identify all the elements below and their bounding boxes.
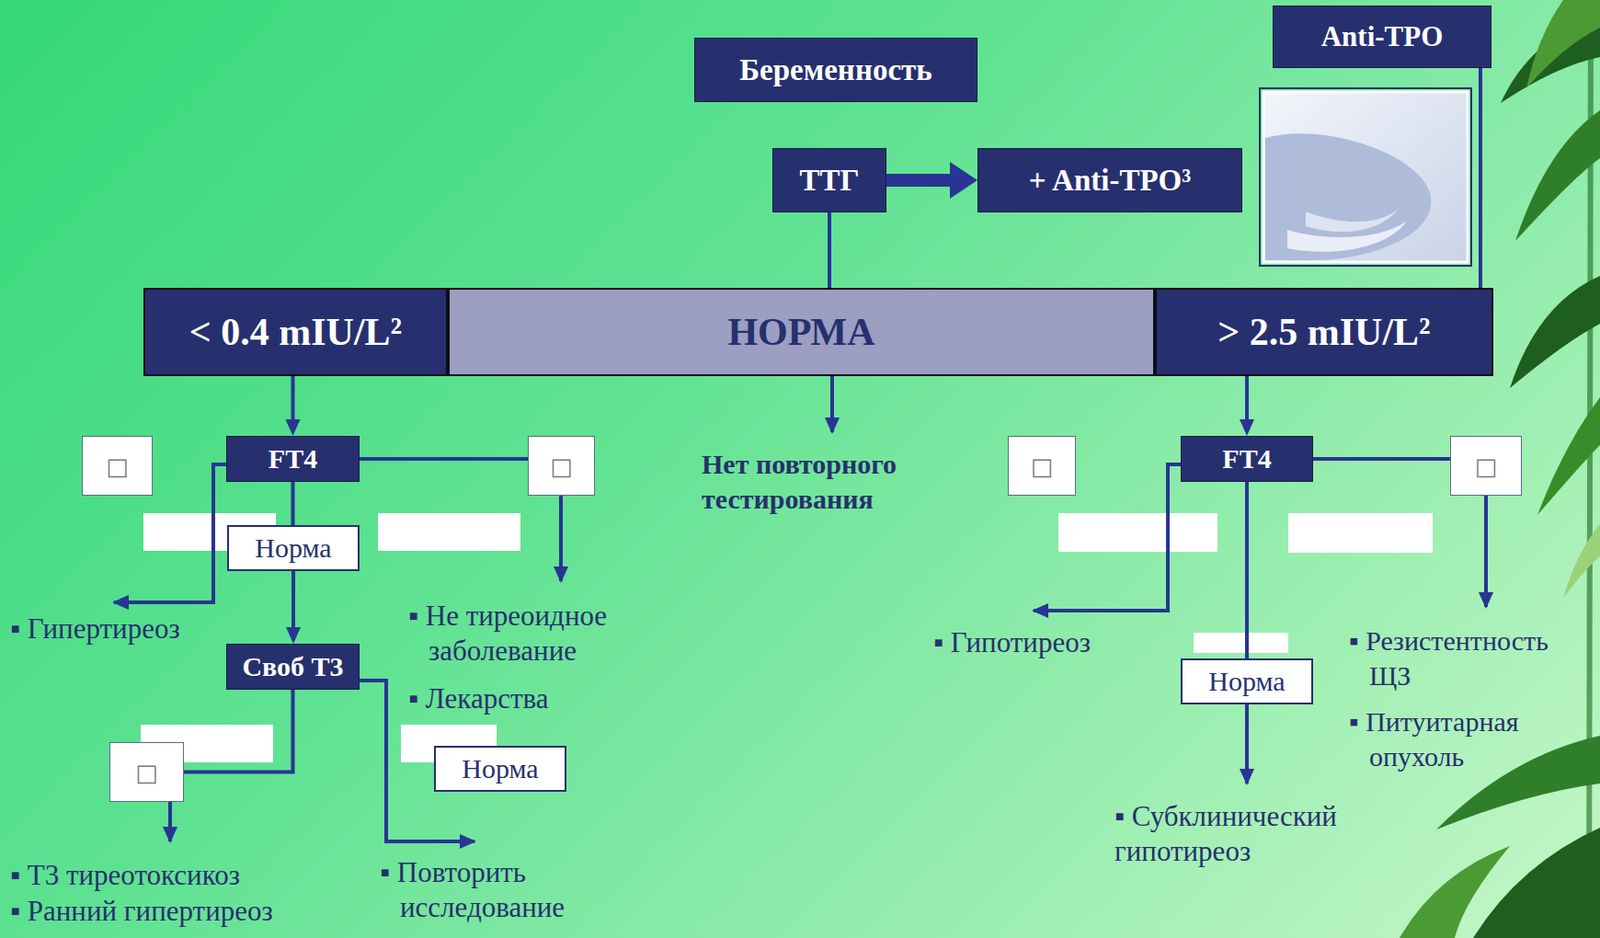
node-text: НОРМА — [727, 309, 875, 355]
symbol-box: □ — [1450, 435, 1522, 496]
process-box: ТТГ — [772, 148, 887, 213]
connector — [1245, 376, 1249, 420]
process-box: FT4 — [226, 435, 360, 482]
node-text: > 2.5 mIU/L² — [1217, 309, 1430, 355]
connector — [291, 571, 296, 628]
process-box: Anti-TPO — [1272, 5, 1492, 69]
leader-arrow — [114, 376, 1486, 842]
outcome-text: ▪ Ранний гипертиреоз — [10, 893, 314, 929]
node-text: Норма — [461, 753, 538, 785]
outcome-text: ▪ Не тиреоидное заболевание — [408, 598, 685, 669]
node-text: □ — [135, 758, 159, 787]
outcome-text: ▪ Повторить исследование — [379, 855, 594, 926]
process-box: Своб Т3 — [226, 643, 360, 690]
connector — [1245, 481, 1249, 659]
process-box: + Anti-TPO³ — [977, 148, 1243, 213]
node-text: Своб Т3 — [241, 651, 343, 683]
node-text: < 0.4 mIU/L² — [189, 309, 402, 355]
outcome-text: ▪ Субклинический гипотиреоз — [1114, 799, 1391, 869]
connector — [291, 376, 296, 420]
process-box: FT4 — [1180, 435, 1314, 482]
range-band: НОРМА — [447, 287, 1155, 377]
symbol-box: □ — [1007, 435, 1076, 496]
outcome-text: ▪ Резистентность ЩЗ — [1348, 623, 1590, 694]
node-text: □ — [549, 452, 573, 480]
node-text: Норма — [254, 532, 332, 564]
connector — [359, 457, 528, 461]
node-text: FT4 — [268, 443, 318, 475]
node-text: Беременность — [739, 53, 932, 88]
outcome-text: ▪ Гипертиреоз — [10, 611, 250, 647]
connector — [183, 689, 294, 773]
result-box: Норма — [434, 745, 567, 792]
node-text: □ — [1474, 452, 1498, 480]
connector — [1478, 68, 1483, 288]
outcome-text: ▪ Лекарства — [408, 681, 648, 717]
node-text: Anti-TPO — [1321, 20, 1444, 54]
range-band: > 2.5 mIU/L² — [1154, 287, 1494, 377]
symbol-box: □ — [527, 435, 595, 496]
node-text: □ — [105, 452, 129, 480]
node-text: □ — [1030, 452, 1054, 480]
node-text: FT4 — [1222, 443, 1271, 475]
node-text: Норма — [1208, 665, 1285, 698]
outcome-text: ▪ Питуитарная опухоль — [1348, 704, 1590, 775]
node-text: + Anti-TPO³ — [1028, 163, 1191, 198]
symbol-box: □ — [81, 435, 153, 496]
blank-patch — [140, 513, 1433, 763]
outcome-text: ▪ Гипотиреоз — [933, 625, 1155, 661]
connector — [1313, 457, 1451, 461]
range-band: < 0.4 mIU/L² — [143, 287, 448, 377]
node-text: ТТГ — [799, 163, 859, 198]
symbol-box: □ — [109, 742, 184, 802]
result-box: Норма — [227, 525, 360, 572]
pregnancy-photo — [1259, 88, 1472, 266]
process-box: Беременность — [694, 37, 978, 103]
outcome-text: Нет повторного тестирования — [701, 446, 950, 517]
outcome-text: ▪ Т3 тиреотоксикоз — [10, 857, 314, 893]
connector — [291, 481, 296, 526]
connector — [827, 212, 832, 288]
result-box: Норма — [1180, 658, 1314, 705]
connector — [886, 173, 950, 187]
